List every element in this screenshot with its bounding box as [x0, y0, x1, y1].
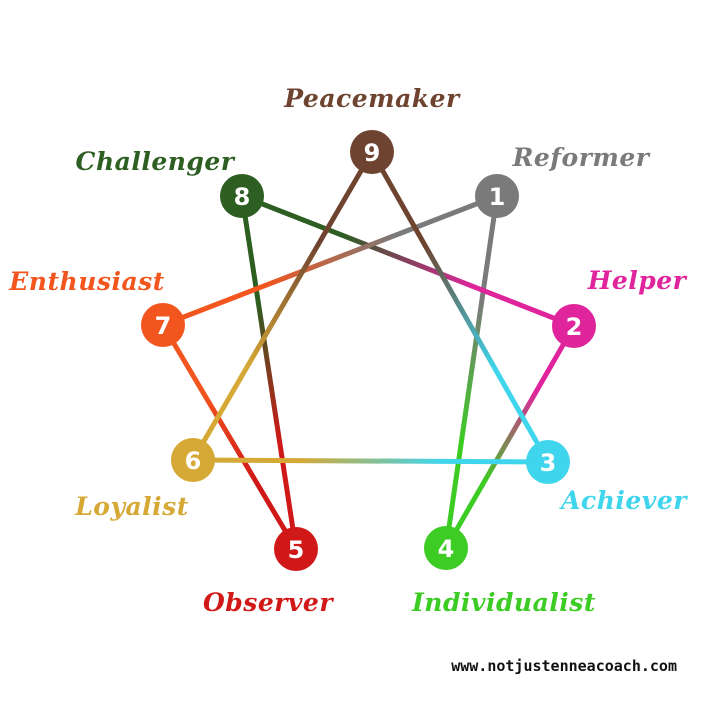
node-type-1: 1	[475, 174, 519, 218]
connection-line-8-5	[239, 193, 299, 552]
connection-line-9-3	[369, 149, 551, 465]
node-circle-2	[552, 304, 596, 348]
type-label-challenger: Challenger	[76, 147, 236, 176]
node-type-5: 5	[274, 527, 318, 571]
node-circle-4	[424, 526, 468, 570]
node-circle-1	[475, 174, 519, 218]
type-label-reformer: Reformer	[512, 143, 651, 172]
node-number-4: 4	[438, 535, 455, 563]
node-number-8: 8	[234, 183, 251, 211]
node-circle-8	[220, 174, 264, 218]
type-label-achiever: Achiever	[559, 486, 688, 515]
node-number-1: 1	[489, 183, 506, 211]
connection-line-3-6	[190, 457, 551, 465]
website-url: www.notjustenneacoach.com	[451, 657, 677, 675]
node-circle-6	[171, 438, 215, 482]
type-label-peacemaker: Peacemaker	[283, 84, 461, 113]
connection-lines	[160, 149, 577, 552]
node-number-7: 7	[155, 312, 172, 340]
type-label-helper: Helper	[587, 266, 688, 295]
node-circle-9	[350, 130, 394, 174]
node-type-4: 4	[424, 526, 468, 570]
node-number-5: 5	[288, 536, 305, 564]
node-number-3: 3	[540, 449, 557, 477]
node-type-6: 6	[171, 438, 215, 482]
connection-line-1-4	[443, 193, 500, 551]
node-number-2: 2	[566, 313, 583, 341]
connection-line-6-9	[190, 149, 375, 463]
node-circle-3	[526, 440, 570, 484]
node-type-7: 7	[141, 303, 185, 347]
node-type-3: 3	[526, 440, 570, 484]
connection-line-5-7	[160, 322, 299, 552]
node-type-2: 2	[552, 304, 596, 348]
connection-line-7-1	[160, 193, 500, 328]
type-label-enthusiast: Enthusiast	[8, 267, 165, 296]
type-label-individualist: Individualist	[411, 588, 596, 617]
node-number-6: 6	[185, 447, 202, 475]
node-type-8: 8	[220, 174, 264, 218]
node-circle-5	[274, 527, 318, 571]
node-number-9: 9	[364, 139, 381, 167]
connection-line-2-8	[239, 193, 577, 329]
node-circle-7	[141, 303, 185, 347]
connection-line-4-2	[443, 323, 577, 551]
type-label-loyalist: Loyalist	[74, 492, 189, 521]
node-type-9: 9	[350, 130, 394, 174]
type-label-observer: Observer	[203, 588, 334, 617]
type-nodes: 1 2 3 4 5 6 7 8 9	[141, 130, 596, 571]
